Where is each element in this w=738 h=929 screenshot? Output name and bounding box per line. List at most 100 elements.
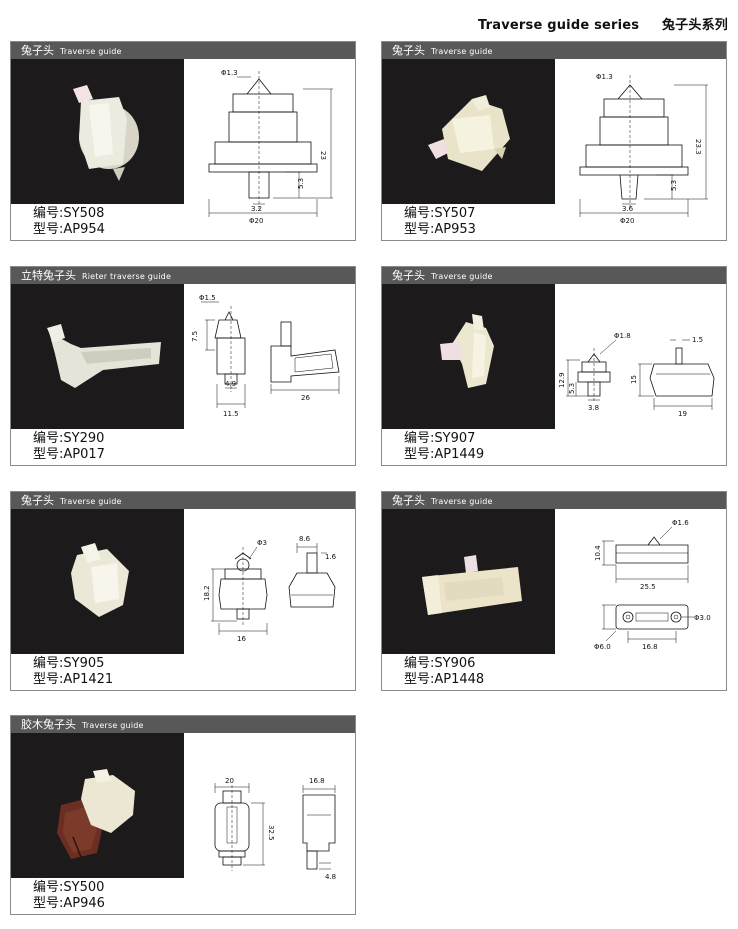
- product-model: 型号:AP017: [33, 447, 105, 462]
- dim-side-width: 19: [678, 410, 687, 418]
- product-photo: [11, 59, 184, 204]
- traverse-guide-photo: [440, 314, 494, 388]
- dim-pin-height: 5.3: [670, 180, 678, 191]
- product-card-sy508: 兔子头 Traverse guide 编号:SY508 型号:AP954: [10, 41, 356, 241]
- card-header: 兔子头 Traverse guide: [382, 267, 726, 284]
- product-labels: 编号:SY290 型号:AP017: [33, 431, 105, 463]
- product-code: 编号:SY906: [404, 656, 476, 671]
- product-card-sy907: 兔子头 Traverse guide 编号:SY907 型号:AP1449: [381, 266, 727, 466]
- dim-hole-spacing: 16.8: [642, 643, 658, 651]
- dim-diameter-small: Φ1.8: [614, 332, 631, 340]
- product-photo: [11, 733, 184, 878]
- technical-drawing: 20 32.5 16.8 4.8: [185, 733, 355, 914]
- dim-pin-width: 4.9: [225, 380, 236, 388]
- card-title-cn: 兔子头: [21, 44, 54, 57]
- card-title-cn: 兔子头: [392, 269, 425, 282]
- technical-drawing: Φ1.8 12.9 5.3 3.8 1.5 15 19: [556, 284, 726, 465]
- card-header: 兔子头 Traverse guide: [11, 42, 355, 59]
- card-header: 兔子头 Traverse guide: [382, 492, 726, 509]
- card-title-cn: 立特兔子头: [21, 269, 76, 282]
- dim-hole-diameter: Φ3: [257, 539, 267, 547]
- product-card-sy906: 兔子头 Traverse guide 编号:SY906 型号:AP1448: [381, 491, 727, 691]
- traverse-guide-photo: [73, 85, 139, 181]
- product-model: 型号:AP953: [404, 222, 476, 237]
- traverse-guide-photo: [57, 769, 135, 859]
- dim-base-diameter: Φ20: [620, 217, 634, 225]
- dim-width: 11.5: [223, 410, 239, 418]
- product-card-sy500: 胶木兔子头 Traverse guide 编号:SY500 型号:AP946: [10, 715, 356, 915]
- dim-height: 32.5: [267, 825, 275, 841]
- traverse-guide-photo: [422, 555, 522, 615]
- dim-diameter-small: Φ1.3: [221, 69, 238, 77]
- card-title-cn: 兔子头: [392, 44, 425, 57]
- product-labels: 编号:SY508 型号:AP954: [33, 206, 105, 238]
- product-photo: [11, 509, 184, 654]
- dim-length: 25.5: [640, 583, 656, 591]
- dim-diameter-small: Φ1.3: [596, 73, 613, 81]
- dim-height: 10.4: [594, 545, 602, 561]
- product-code: 编号:SY507: [404, 206, 476, 221]
- product-card-sy290: 立特兔子头 Rieter traverse guide 编号:SY290 型号:A…: [10, 266, 356, 466]
- dim-pin-width: 3.2: [251, 205, 262, 213]
- product-model: 型号:AP954: [33, 222, 105, 237]
- page-title: Traverse guide series 兔子头系列: [478, 14, 728, 33]
- card-title-en: Traverse guide: [431, 272, 493, 281]
- dim-base-diameter: Φ20: [249, 217, 263, 225]
- card-title-en: Traverse guide: [60, 497, 122, 506]
- technical-drawing: Φ1.3 23 5.3 3.2 Φ20: [185, 59, 355, 240]
- product-labels: 编号:SY907 型号:AP1449: [404, 431, 484, 463]
- dim-slot: 1.6: [325, 553, 337, 561]
- dim-arm-length: 26: [301, 394, 310, 402]
- product-code: 编号:SY905: [33, 656, 105, 671]
- traverse-guide-photo: [47, 324, 161, 388]
- product-code: 编号:SY290: [33, 431, 105, 446]
- product-photo: [382, 59, 555, 204]
- product-labels: 编号:SY500 型号:AP946: [33, 880, 105, 912]
- product-card-sy507: 兔子头 Traverse guide 编号:SY507 型号:AP953: [381, 41, 727, 241]
- card-title-en: Traverse guide: [431, 497, 493, 506]
- dim-top-width: 16.8: [309, 777, 325, 785]
- product-model: 型号:AP1421: [33, 672, 114, 687]
- traverse-guide-photo: [428, 95, 510, 171]
- product-code: 编号:SY500: [33, 880, 105, 895]
- product-model: 型号:AP1448: [404, 672, 485, 687]
- dim-pin-height: 5.3: [568, 383, 576, 394]
- dim-height: 23: [319, 151, 327, 160]
- traverse-guide-photo: [71, 543, 129, 617]
- dim-width: 16: [237, 635, 246, 643]
- dim-hole-diameter: Φ3.0: [694, 614, 711, 622]
- card-header: 兔子头 Traverse guide: [382, 42, 726, 59]
- product-labels: 编号:SY507 型号:AP953: [404, 206, 476, 238]
- product-model: 型号:AP946: [33, 896, 105, 911]
- dim-pin-width: 3.6: [622, 205, 634, 213]
- dim-diameter-small: Φ1.5: [199, 294, 216, 302]
- dim-width: 20: [225, 777, 234, 785]
- dim-top-width: 1.5: [692, 336, 703, 344]
- card-title-en: Rieter traverse guide: [82, 272, 172, 281]
- product-code: 编号:SY907: [404, 431, 476, 446]
- dim-height: 12.9: [558, 372, 566, 388]
- card-title-en: Traverse guide: [60, 47, 122, 56]
- dim-pin-height: 5.3: [297, 178, 305, 189]
- dim-height: 18.2: [203, 585, 211, 601]
- dim-height: 23.3: [694, 139, 702, 155]
- product-code: 编号:SY508: [33, 206, 105, 221]
- product-model: 型号:AP1449: [404, 447, 485, 462]
- dim-top-width: 8.6: [299, 535, 311, 543]
- dim-outer-diameter: Φ6.0: [594, 643, 611, 651]
- page-title-cn: 兔子头系列: [661, 18, 728, 33]
- technical-drawing: Φ1.6 10.4 25.5 Φ3.0 Φ6.0 16.8: [556, 509, 726, 690]
- page-title-en: Traverse guide series: [478, 18, 640, 33]
- product-photo: [11, 284, 184, 429]
- dim-side-height: 15: [630, 375, 638, 384]
- card-title-cn: 胶木兔子头: [21, 718, 76, 731]
- product-labels: 编号:SY905 型号:AP1421: [33, 656, 113, 688]
- card-title-cn: 兔子头: [392, 494, 425, 507]
- product-photo: [382, 284, 555, 429]
- card-title-en: Traverse guide: [82, 721, 144, 730]
- dim-head-height: 7.5: [191, 331, 199, 342]
- product-labels: 编号:SY906 型号:AP1448: [404, 656, 484, 688]
- dim-pin-height: 4.8: [325, 873, 336, 881]
- card-title-en: Traverse guide: [431, 47, 493, 56]
